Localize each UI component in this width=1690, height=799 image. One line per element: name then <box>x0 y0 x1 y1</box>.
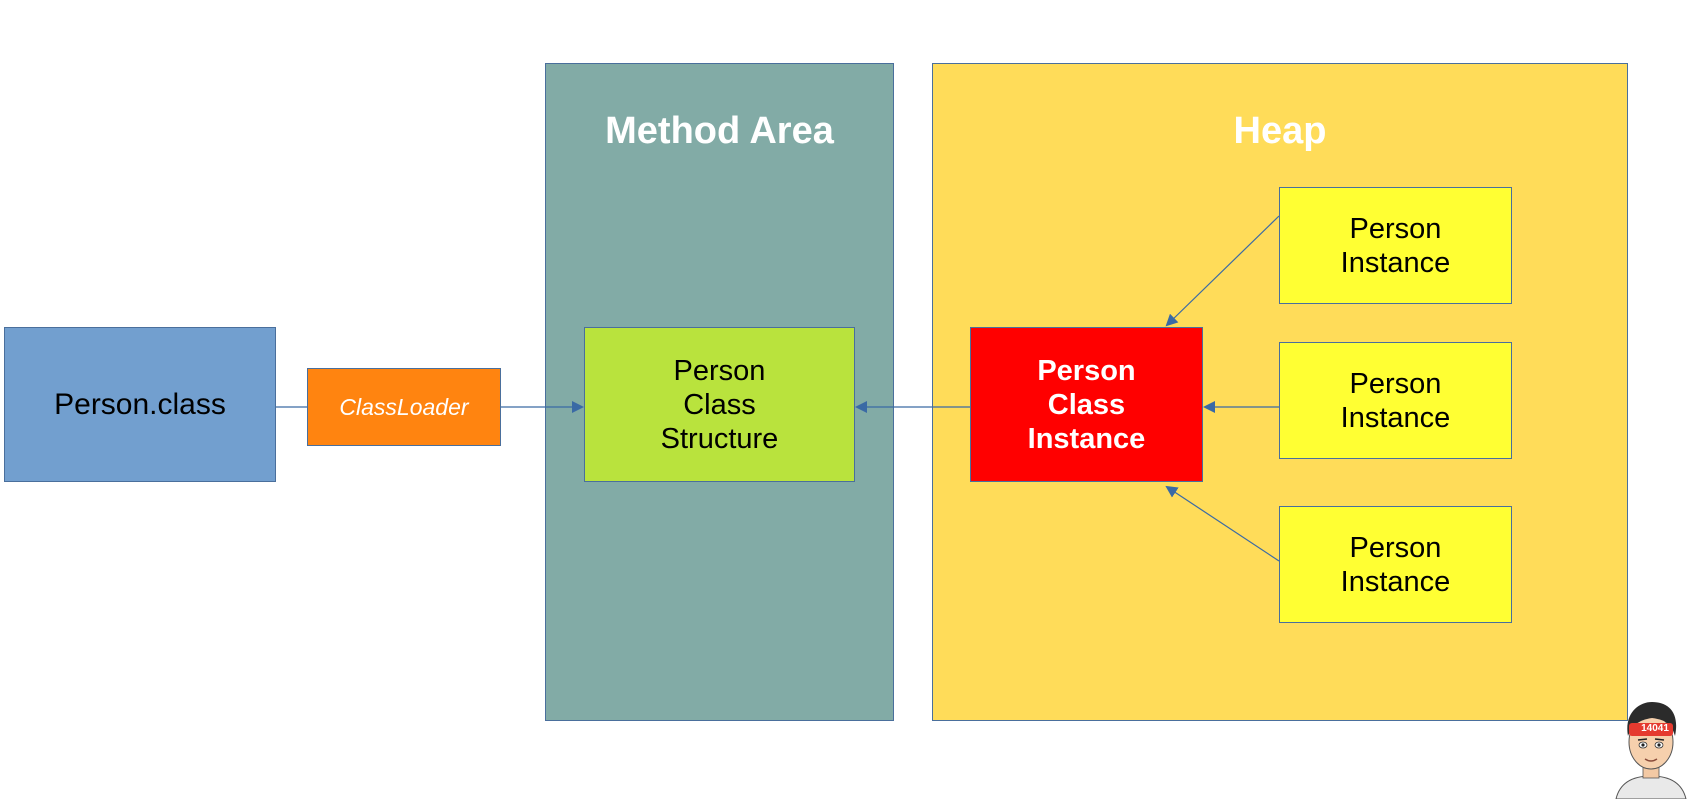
avatar-badge-text: 14041 <box>1641 723 1669 734</box>
person-class-instance-label: Person Class Instance <box>1027 354 1146 455</box>
person-instance-label: Person Instance <box>1340 367 1451 434</box>
person-instance-label: Person Instance <box>1340 531 1451 598</box>
classloader-label: ClassLoader <box>339 393 469 420</box>
heap-title: Heap <box>1233 110 1327 152</box>
method-area-title: Method Area <box>605 110 834 152</box>
person-class-file-node: Person.class <box>4 327 276 482</box>
person-instance-node: Person Instance <box>1279 187 1512 304</box>
person-class-structure-node: Person Class Structure <box>584 327 855 482</box>
person-instance-node: Person Instance <box>1279 506 1512 623</box>
avatar-icon <box>1615 702 1687 799</box>
person-class-file-label: Person.class <box>54 387 226 421</box>
person-instance-node: Person Instance <box>1279 342 1512 459</box>
classloader-node: ClassLoader <box>307 368 501 446</box>
person-class-structure-label: Person Class Structure <box>660 354 779 455</box>
person-class-instance-node: Person Class Instance <box>970 327 1203 482</box>
person-instance-label: Person Instance <box>1340 212 1451 279</box>
